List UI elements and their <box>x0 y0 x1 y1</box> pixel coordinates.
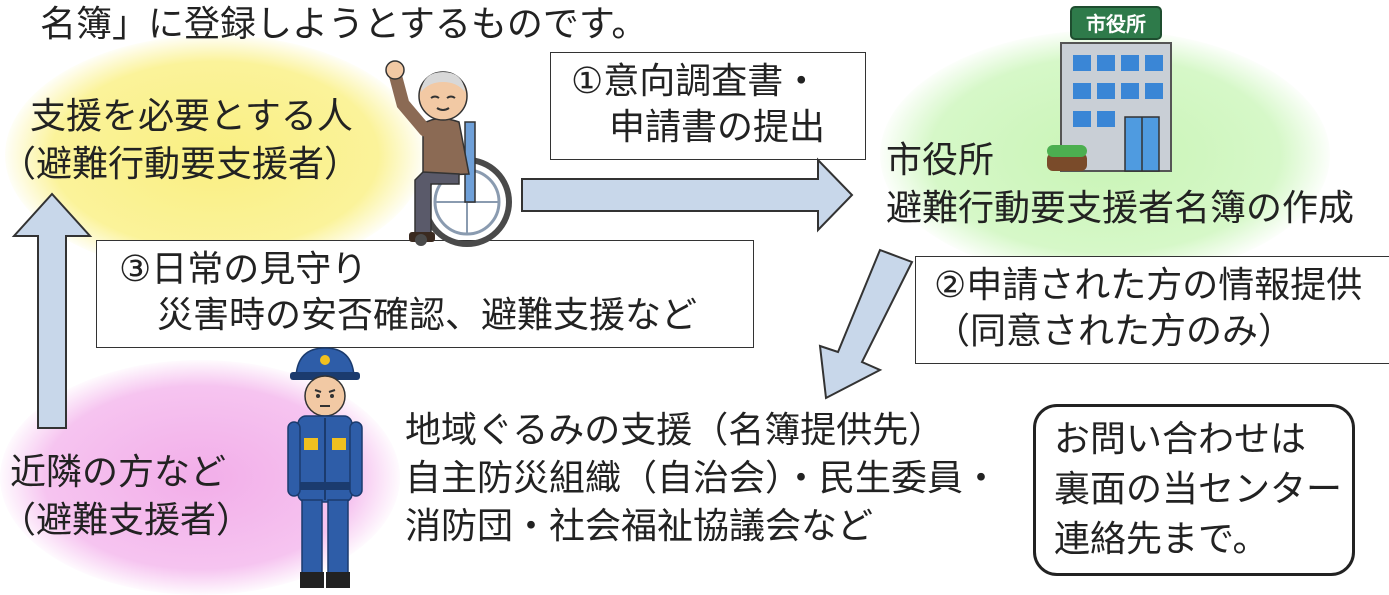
city-hall-building-illustration: 市役所 <box>1047 6 1172 172</box>
step3-line2: 災害時の安否確認、避難支援など <box>157 295 698 336</box>
neighbors-label: 近隣の方など <box>10 452 227 493</box>
step2-info-box: ②申請された方の情報提供 （同意された方のみ） <box>915 256 1389 364</box>
person-needing-support-label: 支援を必要とする人 <box>30 96 353 137</box>
city-hall-roster-label: 避難行動要支援者名簿の作成 <box>886 188 1355 229</box>
contact-note-line1: お問い合わせは <box>1054 419 1307 460</box>
community-support-orgs-line2: 消防団・社会福祉協議会など <box>405 506 874 547</box>
community-support-orgs-line1: 自主防災組織（自治会）・民生委員・ <box>405 458 1000 499</box>
contact-note-line3: 連絡先まで。 <box>1054 519 1269 560</box>
city-hall-sign: 市役所 <box>1086 12 1146 36</box>
step3-support-box: ③日常の見守り 災害時の安否確認、避難支援など <box>96 240 754 348</box>
step3-line1: ③日常の見守り <box>119 249 368 290</box>
step1-line2: 申請書の提出 <box>609 107 826 148</box>
step1-application-box: ①意向調査書・ 申請書の提出 <box>550 52 866 160</box>
step2-line2: （同意された方のみ） <box>934 311 1295 352</box>
person-needing-support-sublabel: （避難行動要支援者） <box>0 144 361 185</box>
step1-line1: ①意向調査書・ <box>571 61 820 102</box>
community-support-title: 地域ぐるみの支援（名簿提供先） <box>405 410 945 451</box>
contact-note-line2: 裏面の当センター <box>1054 469 1343 510</box>
city-hall-label: 市役所 <box>886 140 995 181</box>
firefighter-illustration <box>287 347 363 588</box>
wheelchair-user-illustration <box>385 60 512 247</box>
neighbors-sublabel: （避難支援者） <box>0 500 253 541</box>
intro-text-tail: 名簿」に登録しようとするものです。 <box>40 4 648 45</box>
step2-line1: ②申請された方の情報提供 <box>934 265 1363 306</box>
contact-note-box: お問い合わせは 裏面の当センター 連絡先まで。 <box>1033 404 1355 576</box>
